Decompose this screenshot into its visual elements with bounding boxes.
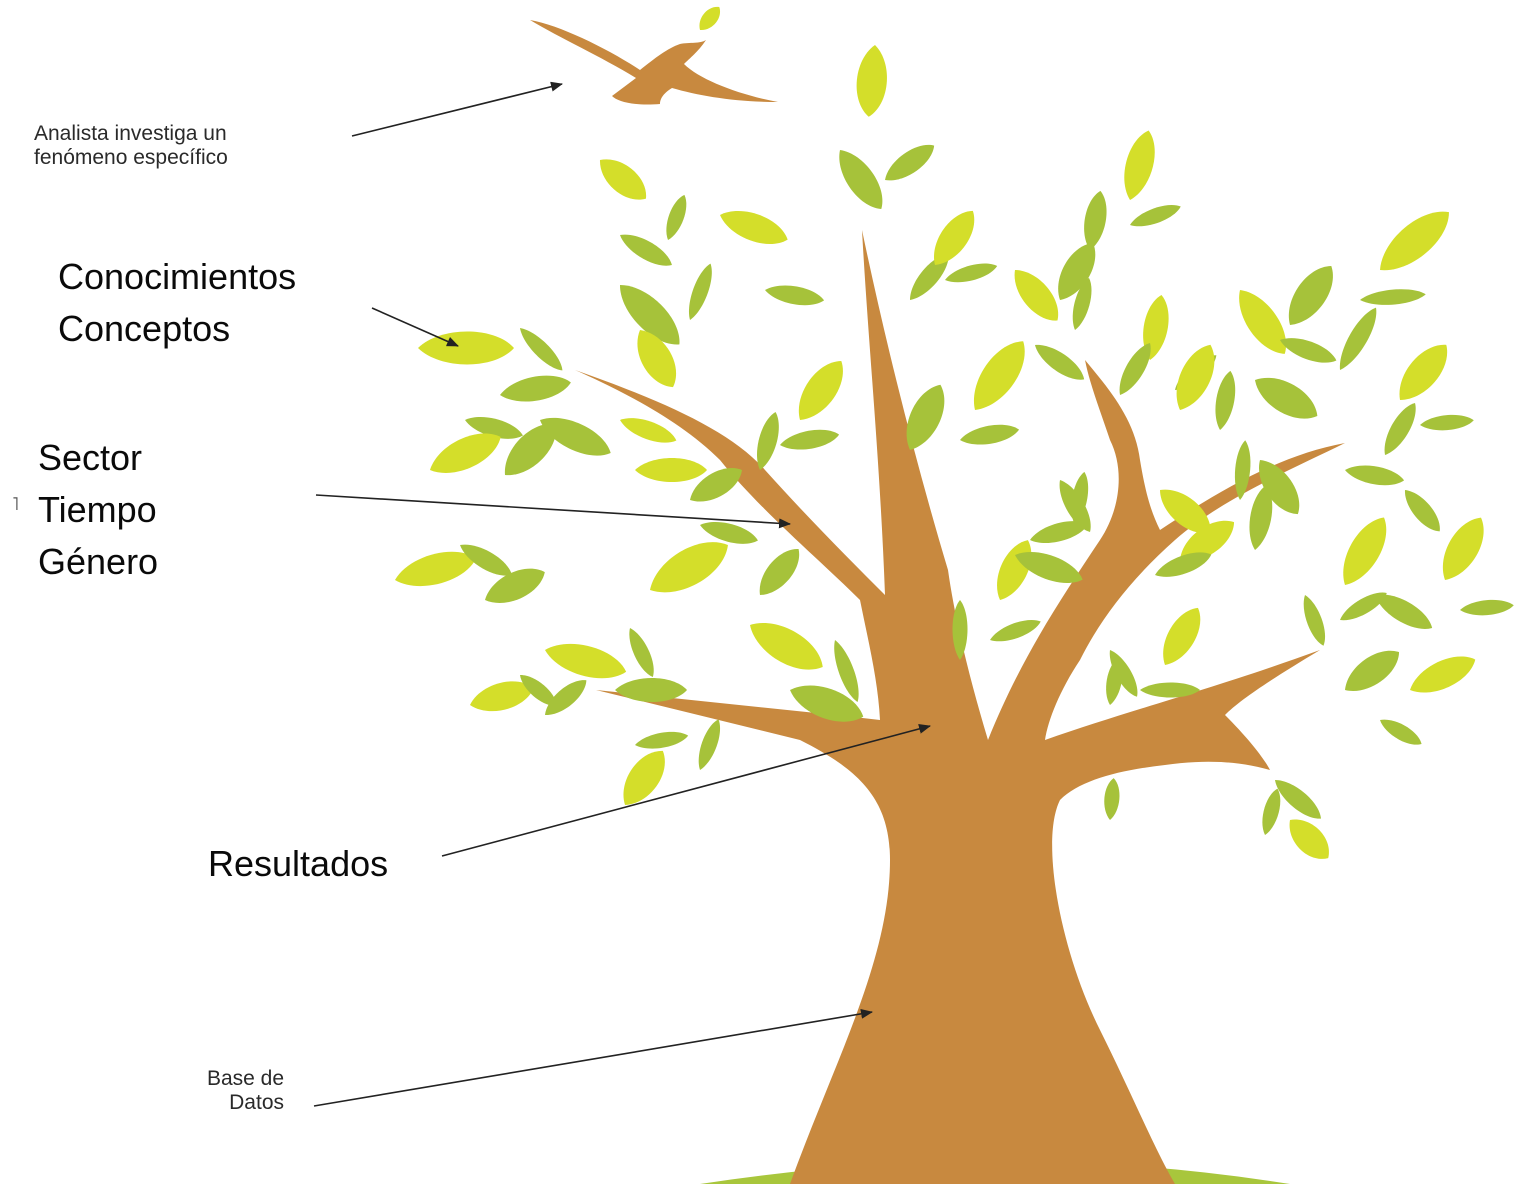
leaf-icon (497, 370, 573, 407)
leaf-icon (1116, 126, 1162, 204)
arrow-sector (315, 494, 791, 529)
leaf-icon (715, 202, 793, 253)
label-line: Conocimientos (58, 256, 297, 297)
leaf-icon (1048, 236, 1105, 307)
leaf-icon (763, 281, 826, 310)
leaf-icon (1398, 484, 1447, 538)
leaf-icon (1277, 257, 1344, 334)
arrow-analista (351, 81, 563, 137)
leaf-icon (514, 322, 568, 376)
leaf-icon (1153, 601, 1210, 672)
leaf-icon (1257, 786, 1285, 837)
leaf-icon (943, 258, 1000, 288)
label-analista: Analista investiga un fenómeno específic… (34, 122, 228, 170)
leaf-icon (541, 635, 631, 687)
leaf-icon (1404, 647, 1481, 703)
leaf-icon (961, 331, 1037, 420)
label-line: Base de (206, 1067, 284, 1090)
leaf-icon (1332, 509, 1397, 593)
leaf-icon (853, 43, 890, 119)
leaf-icon (1343, 461, 1406, 490)
leaf-icon (1127, 199, 1184, 233)
label-line: Resultados (208, 843, 389, 884)
leaf-icon (1388, 335, 1458, 410)
leaf-icon (878, 136, 941, 189)
leaf-icon (660, 192, 692, 243)
leaf-icon (1166, 338, 1225, 417)
pointer-arrows (313, 81, 931, 1107)
leaf-icon (1332, 303, 1384, 375)
leaf-icon (1459, 597, 1515, 618)
leaf-icon (1359, 286, 1427, 308)
label-line: Datos (229, 1091, 284, 1114)
leaf-icon (1079, 189, 1111, 252)
leaf-icon (1227, 281, 1298, 363)
arrow-base-datos (313, 1008, 873, 1107)
leaf-icon (1247, 367, 1325, 429)
leaf-icon (778, 425, 841, 454)
leaf-icon (682, 261, 718, 323)
leaf-icon (694, 2, 726, 35)
label-line: Tiempo (38, 489, 157, 530)
leaf-icon (692, 716, 726, 773)
leaf-icon (987, 614, 1044, 648)
tree-icon (575, 230, 1345, 1184)
leaf-icon (1211, 369, 1240, 432)
leaf-icon (828, 142, 893, 217)
label-line: Conceptos (58, 308, 231, 349)
arrow-conocimientos (371, 307, 459, 347)
label-line: fenómeno específico (34, 146, 228, 169)
leaf-icon (741, 610, 831, 682)
leaf-icon (635, 458, 707, 482)
leaf-icon (1419, 412, 1475, 433)
leaf-icon (958, 420, 1021, 449)
label-resultados: Resultados (208, 838, 388, 890)
bird-icon (530, 20, 778, 105)
leaf-icon (1369, 199, 1460, 283)
leaf-icon (750, 541, 808, 603)
leaf-icon (1376, 713, 1426, 751)
leaf-icon (787, 352, 854, 429)
label-line: Sector (38, 437, 143, 478)
label-sector: Sector Tiempo Género (38, 432, 158, 588)
leaf-icon (418, 331, 514, 365)
leaf-icon (633, 728, 690, 753)
leaf-icon (1102, 777, 1122, 821)
leaf-icon (1029, 337, 1090, 387)
label-conocimientos: Conocimientos Conceptos (58, 251, 296, 355)
leaf-icon (1432, 510, 1494, 588)
edge-artifact: ˥ (12, 494, 19, 514)
label-line: Analista investiga un (34, 122, 227, 145)
leaf-icon (1004, 261, 1068, 330)
leaf-icon (1297, 592, 1331, 649)
leaf-icon (1280, 810, 1338, 868)
label-base-datos: Base de Datos (150, 1067, 284, 1115)
leaf-icon (1337, 641, 1407, 702)
leaf-icon (591, 149, 655, 209)
leaf-icon (1276, 331, 1340, 369)
leaf-icon (623, 624, 660, 681)
leaf-icon (1377, 398, 1423, 460)
arrow-resultados (441, 724, 931, 857)
label-line: Género (38, 541, 159, 582)
leaf-icon (641, 529, 737, 606)
